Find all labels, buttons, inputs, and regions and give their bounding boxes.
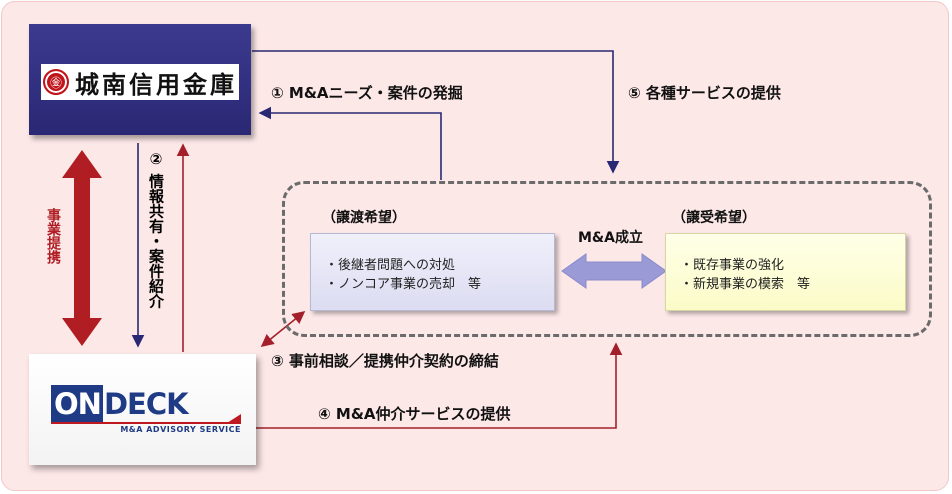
ondeck-tagline: M&A ADVISORY SERVICE	[120, 425, 241, 434]
buyer-item: ・既存事業の強化	[680, 258, 785, 273]
step2-label: ② 情報共有・案件紹介	[147, 150, 165, 309]
step5-label: ⑤ 各種サービスの提供	[628, 84, 781, 102]
ondeck-underline	[51, 422, 241, 424]
seller-item: ・ノンコア事業の売却 等	[325, 277, 482, 292]
ondeck-logo-on: ON	[51, 385, 103, 423]
buyer-item: ・新規事業の模索 等	[680, 277, 811, 292]
partnership-double-arrow	[62, 150, 102, 346]
ma-market-region	[282, 181, 932, 337]
buyer-needs-box: ・既存事業の強化 ・新規事業の模索 等	[665, 233, 906, 311]
partnership-label: 事業提携	[45, 208, 61, 264]
ma-deal-label: M&A成立	[578, 230, 643, 246]
connector-step4	[256, 342, 623, 429]
connector-step1	[258, 106, 442, 180]
shinkin-logo-plate: ㊎ 城南信用金庫	[41, 64, 239, 100]
connector-step5	[252, 50, 620, 174]
shinkin-bank-name: 城南信用金庫	[75, 69, 237, 99]
step1-label: ① M&Aニーズ・案件の発掘	[271, 84, 463, 102]
seller-heading: （譲渡希望）	[322, 210, 406, 226]
shinkin-bank-box: ㊎ 城南信用金庫	[29, 24, 251, 135]
ondeck-logo-deck: DECK	[103, 387, 189, 421]
shinkin-crest-icon: ㊎	[43, 69, 69, 95]
ondeck-flag-icon	[227, 414, 241, 423]
seller-needs-box: ・後継者問題への対処 ・ノンコア事業の売却 等	[310, 233, 555, 311]
buyer-heading: （譲受希望）	[672, 210, 756, 226]
step4-label: ④ M&A仲介サービスの提供	[318, 405, 511, 423]
step3-label: ③ 事前相談／提携仲介契約の締結	[271, 352, 499, 370]
seller-item: ・後継者問題への対処	[325, 258, 456, 273]
